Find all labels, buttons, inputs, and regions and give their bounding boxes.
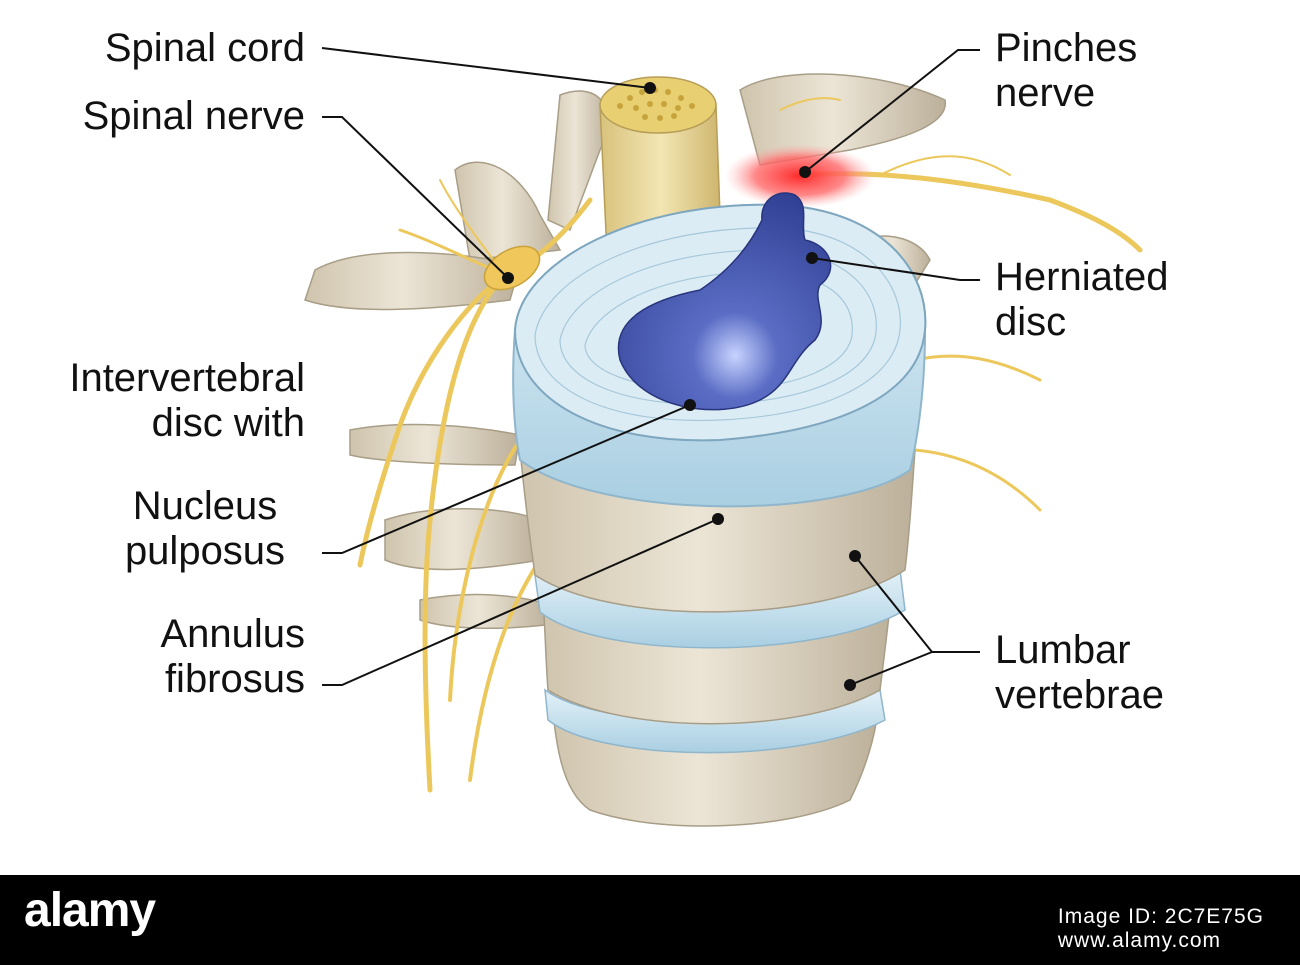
leader-lines: [321, 47, 980, 686]
image-id: Image ID: 2C7E75G www.alamy.com: [1058, 905, 1264, 953]
label-herniated-disc: Herniated disc: [995, 255, 1168, 345]
label-herniated-disc-line2: disc: [995, 299, 1067, 344]
site-url: www.alamy.com: [1057, 929, 1222, 952]
pinch-highlight: [725, 144, 875, 208]
label-intervertebral-disc-line1: Intervertebral: [69, 356, 305, 400]
label-spinal-cord-text: Spinal cord: [104, 26, 305, 70]
label-intervertebral-disc: Intervertebral disc with: [10, 356, 305, 446]
spine-illustration: [304, 47, 1143, 827]
ganglion: [483, 245, 541, 291]
brand-logo: alamy: [24, 884, 156, 937]
watermark-bar: alamy Image ID: 2C7E75G www.alamy.com: [0, 875, 1300, 965]
label-nucleus-pulposus-line2: pulposus: [124, 528, 286, 573]
label-herniated-disc-line1: Herniated: [995, 255, 1169, 299]
label-nucleus-pulposus: Nucleus pulposus: [100, 484, 310, 574]
label-lumbar-vertebrae-line1: Lumbar: [995, 628, 1131, 672]
label-nucleus-pulposus-line1: Nucleus: [132, 484, 278, 528]
label-intervertebral-disc-line2: disc with: [151, 400, 305, 445]
label-pinches-nerve-line1: Pinches: [995, 26, 1138, 70]
leader-dots: [502, 82, 861, 691]
label-spinal-nerve: Spinal nerve: [20, 94, 305, 139]
label-lumbar-vertebrae-line2: vertebrae: [995, 672, 1164, 717]
label-lumbar-vertebrae: Lumbar vertebrae: [995, 628, 1164, 718]
label-annulus-fibrosus-line2: fibrosus: [164, 656, 305, 701]
label-spinal-nerve-text: Spinal nerve: [82, 94, 305, 138]
vertebral-processes: [304, 73, 946, 630]
label-pinches-nerve: Pinches nerve: [995, 26, 1137, 116]
image-id-prefix: Image ID:: [1057, 905, 1165, 928]
label-annulus-fibrosus-line1: Annulus: [160, 612, 305, 656]
label-annulus-fibrosus: Annulus fibrosus: [100, 612, 305, 702]
diagram-area: Spinal cord Spinal nerve Pinches nerve H…: [10, 26, 1168, 827]
nucleus-pulposus: [617, 192, 832, 411]
label-pinches-nerve-line2: nerve: [995, 70, 1096, 115]
label-spinal-cord: Spinal cord: [40, 26, 305, 71]
image-id-value: 2C7E75G: [1164, 905, 1264, 928]
